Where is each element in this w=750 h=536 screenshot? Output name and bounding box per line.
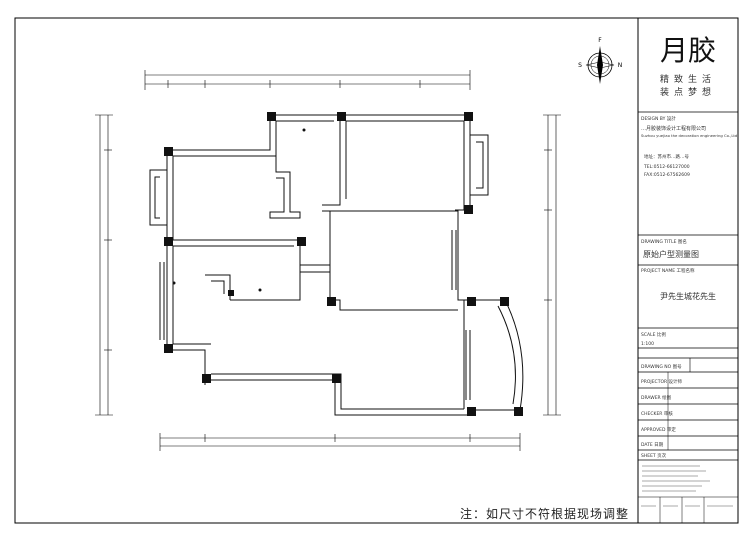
wall-columns xyxy=(164,112,523,416)
row-label: DRAWING NO 图号 xyxy=(641,364,682,370)
project-name: 尹先生城花先生 xyxy=(660,291,716,301)
scale-value: 1:100 xyxy=(641,341,654,347)
company-name: …月胶装饰设计工程有限公司 xyxy=(641,125,706,132)
company-fax: FAX:0512-67562609 xyxy=(644,172,690,178)
compass-west: S xyxy=(578,62,582,69)
logo-slogan-line2: 装点梦想 xyxy=(660,86,716,98)
drawing-title-label: DRAWING TITLE 图名 xyxy=(641,238,687,245)
row-label: SHEET 页次 xyxy=(641,452,667,459)
company-logo: 月胶 精致生活 装点梦想 xyxy=(660,34,716,98)
logo-slogan-line1: 精致生活 xyxy=(660,73,716,85)
compass-east: N xyxy=(618,62,623,69)
floor-plan xyxy=(149,114,524,416)
dimension-lines xyxy=(95,70,561,451)
company-address: 地址：苏州市…路…号 xyxy=(644,153,689,160)
site-adjustment-note: 注：如尺寸不符根据现场调整 xyxy=(460,507,630,521)
logo-mark: 月胶 xyxy=(660,34,716,67)
row-label: APPROVED 审定 xyxy=(641,426,676,433)
row-label: PROJECTOR 设计师 xyxy=(641,378,683,385)
sheet-border xyxy=(14,17,739,524)
row-label: DATE 日期 xyxy=(641,442,664,448)
company-name-en: Suzhou yuejiao the decoration engineerin… xyxy=(641,133,738,138)
scale-label: SCALE 比例 xyxy=(641,331,666,338)
title-block xyxy=(637,17,739,524)
compass-icon: F S N xyxy=(578,37,622,84)
title-block-rows: DRAWING NO 图号 PROJECTOR 设计师 DRAWER 绘图 CH… xyxy=(641,364,683,459)
company-tel: TEL:0512-66127000 xyxy=(643,164,690,170)
drawing-title: 原始户型测量图 xyxy=(643,249,699,259)
compass-north: F xyxy=(598,37,602,44)
company-label: DESIGN BY 設計 xyxy=(641,115,676,122)
row-label: CHECKER 审核 xyxy=(641,410,673,417)
project-label: PROJECT NAME 工程名称 xyxy=(641,267,695,274)
row-label: DRAWER 绘图 xyxy=(641,394,672,401)
